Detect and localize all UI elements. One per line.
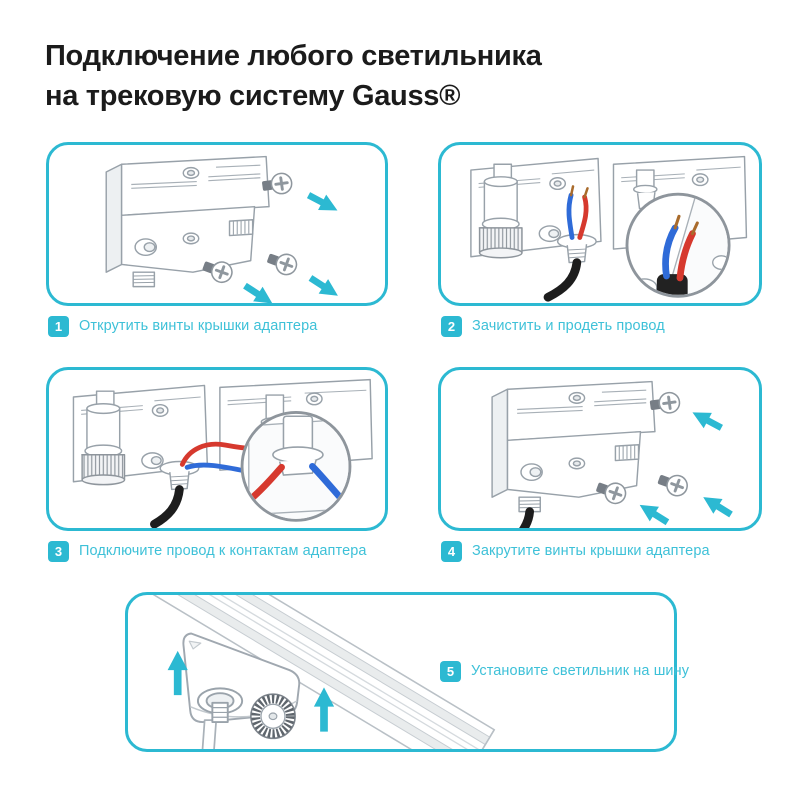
step-2-badge: 2 bbox=[441, 315, 462, 337]
step-4-panel bbox=[438, 367, 762, 531]
step-3-label: Подключите провод к контактам адаптера bbox=[79, 543, 367, 559]
screw-icon bbox=[267, 253, 298, 276]
step-4-illustration bbox=[491, 380, 733, 528]
knurled-knob-drawing bbox=[250, 693, 296, 740]
direction-arrow-icon bbox=[703, 497, 733, 518]
step-4-caption: 4 Закрутите винты крышки адаптера bbox=[441, 540, 710, 562]
direction-arrow-icon bbox=[243, 282, 273, 303]
step-5-label: Установите светильник на шину bbox=[471, 663, 690, 679]
screw-icon bbox=[596, 482, 627, 505]
step-3-illustration bbox=[72, 378, 373, 528]
step-4-badge: 4 bbox=[441, 540, 462, 562]
step-3-badge: 3 bbox=[48, 540, 69, 562]
step-5-badge: 5 bbox=[440, 660, 461, 682]
screw-icon bbox=[262, 172, 293, 195]
page-title: Подключение любого светильника на треков… bbox=[45, 36, 685, 116]
step-4-label: Закрутите винты крышки адаптера bbox=[472, 543, 710, 559]
step-3-panel bbox=[46, 367, 388, 531]
step-2-label: Зачистить и продеть провод bbox=[472, 318, 665, 334]
adapter-left-half-drawing bbox=[470, 157, 602, 264]
stripped-wires bbox=[566, 185, 589, 240]
screw-icon bbox=[649, 391, 681, 414]
magnifier-detail-circle bbox=[625, 192, 731, 298]
adapter-left-half-drawing bbox=[72, 384, 209, 491]
step-1-illustration bbox=[105, 155, 338, 303]
step-5-panel bbox=[125, 592, 677, 752]
step-1-panel bbox=[46, 142, 388, 306]
step-2-panel bbox=[438, 142, 762, 306]
cable-black bbox=[150, 485, 184, 528]
magnifier-detail-circle bbox=[240, 410, 352, 522]
direction-arrow-icon bbox=[306, 192, 338, 211]
direction-arrow-icon bbox=[692, 412, 723, 431]
screw-icon bbox=[657, 474, 688, 497]
up-arrow-icon bbox=[167, 650, 188, 696]
direction-arrow-icon bbox=[308, 275, 338, 296]
direction-arrow-icon bbox=[639, 504, 670, 526]
cable-black bbox=[519, 507, 535, 528]
up-arrow-icon bbox=[313, 687, 335, 732]
page-title-line2: на трековую систему Gauss® bbox=[45, 80, 461, 112]
step-5-caption: 5 Установите светильник на шину bbox=[440, 660, 689, 682]
track-rail-drawing bbox=[128, 595, 496, 749]
step-1-caption: 1 Открутить винты крышки адаптера bbox=[48, 315, 317, 337]
step-3-caption: 3 Подключите провод к контактам адаптера bbox=[48, 540, 367, 562]
page-title-line1: Подключение любого светильника bbox=[45, 40, 542, 72]
step-2-caption: 2 Зачистить и продеть провод bbox=[441, 315, 665, 337]
step-1-label: Открутить винты крышки адаптера bbox=[79, 318, 318, 334]
cable-black bbox=[543, 258, 582, 302]
step-2-illustration bbox=[470, 155, 748, 302]
track-adapter-drawing bbox=[491, 380, 656, 513]
step-5-illustration bbox=[128, 595, 496, 749]
track-adapter-drawing bbox=[105, 155, 270, 288]
screw-icon bbox=[202, 261, 233, 284]
step-1-badge: 1 bbox=[48, 315, 69, 337]
